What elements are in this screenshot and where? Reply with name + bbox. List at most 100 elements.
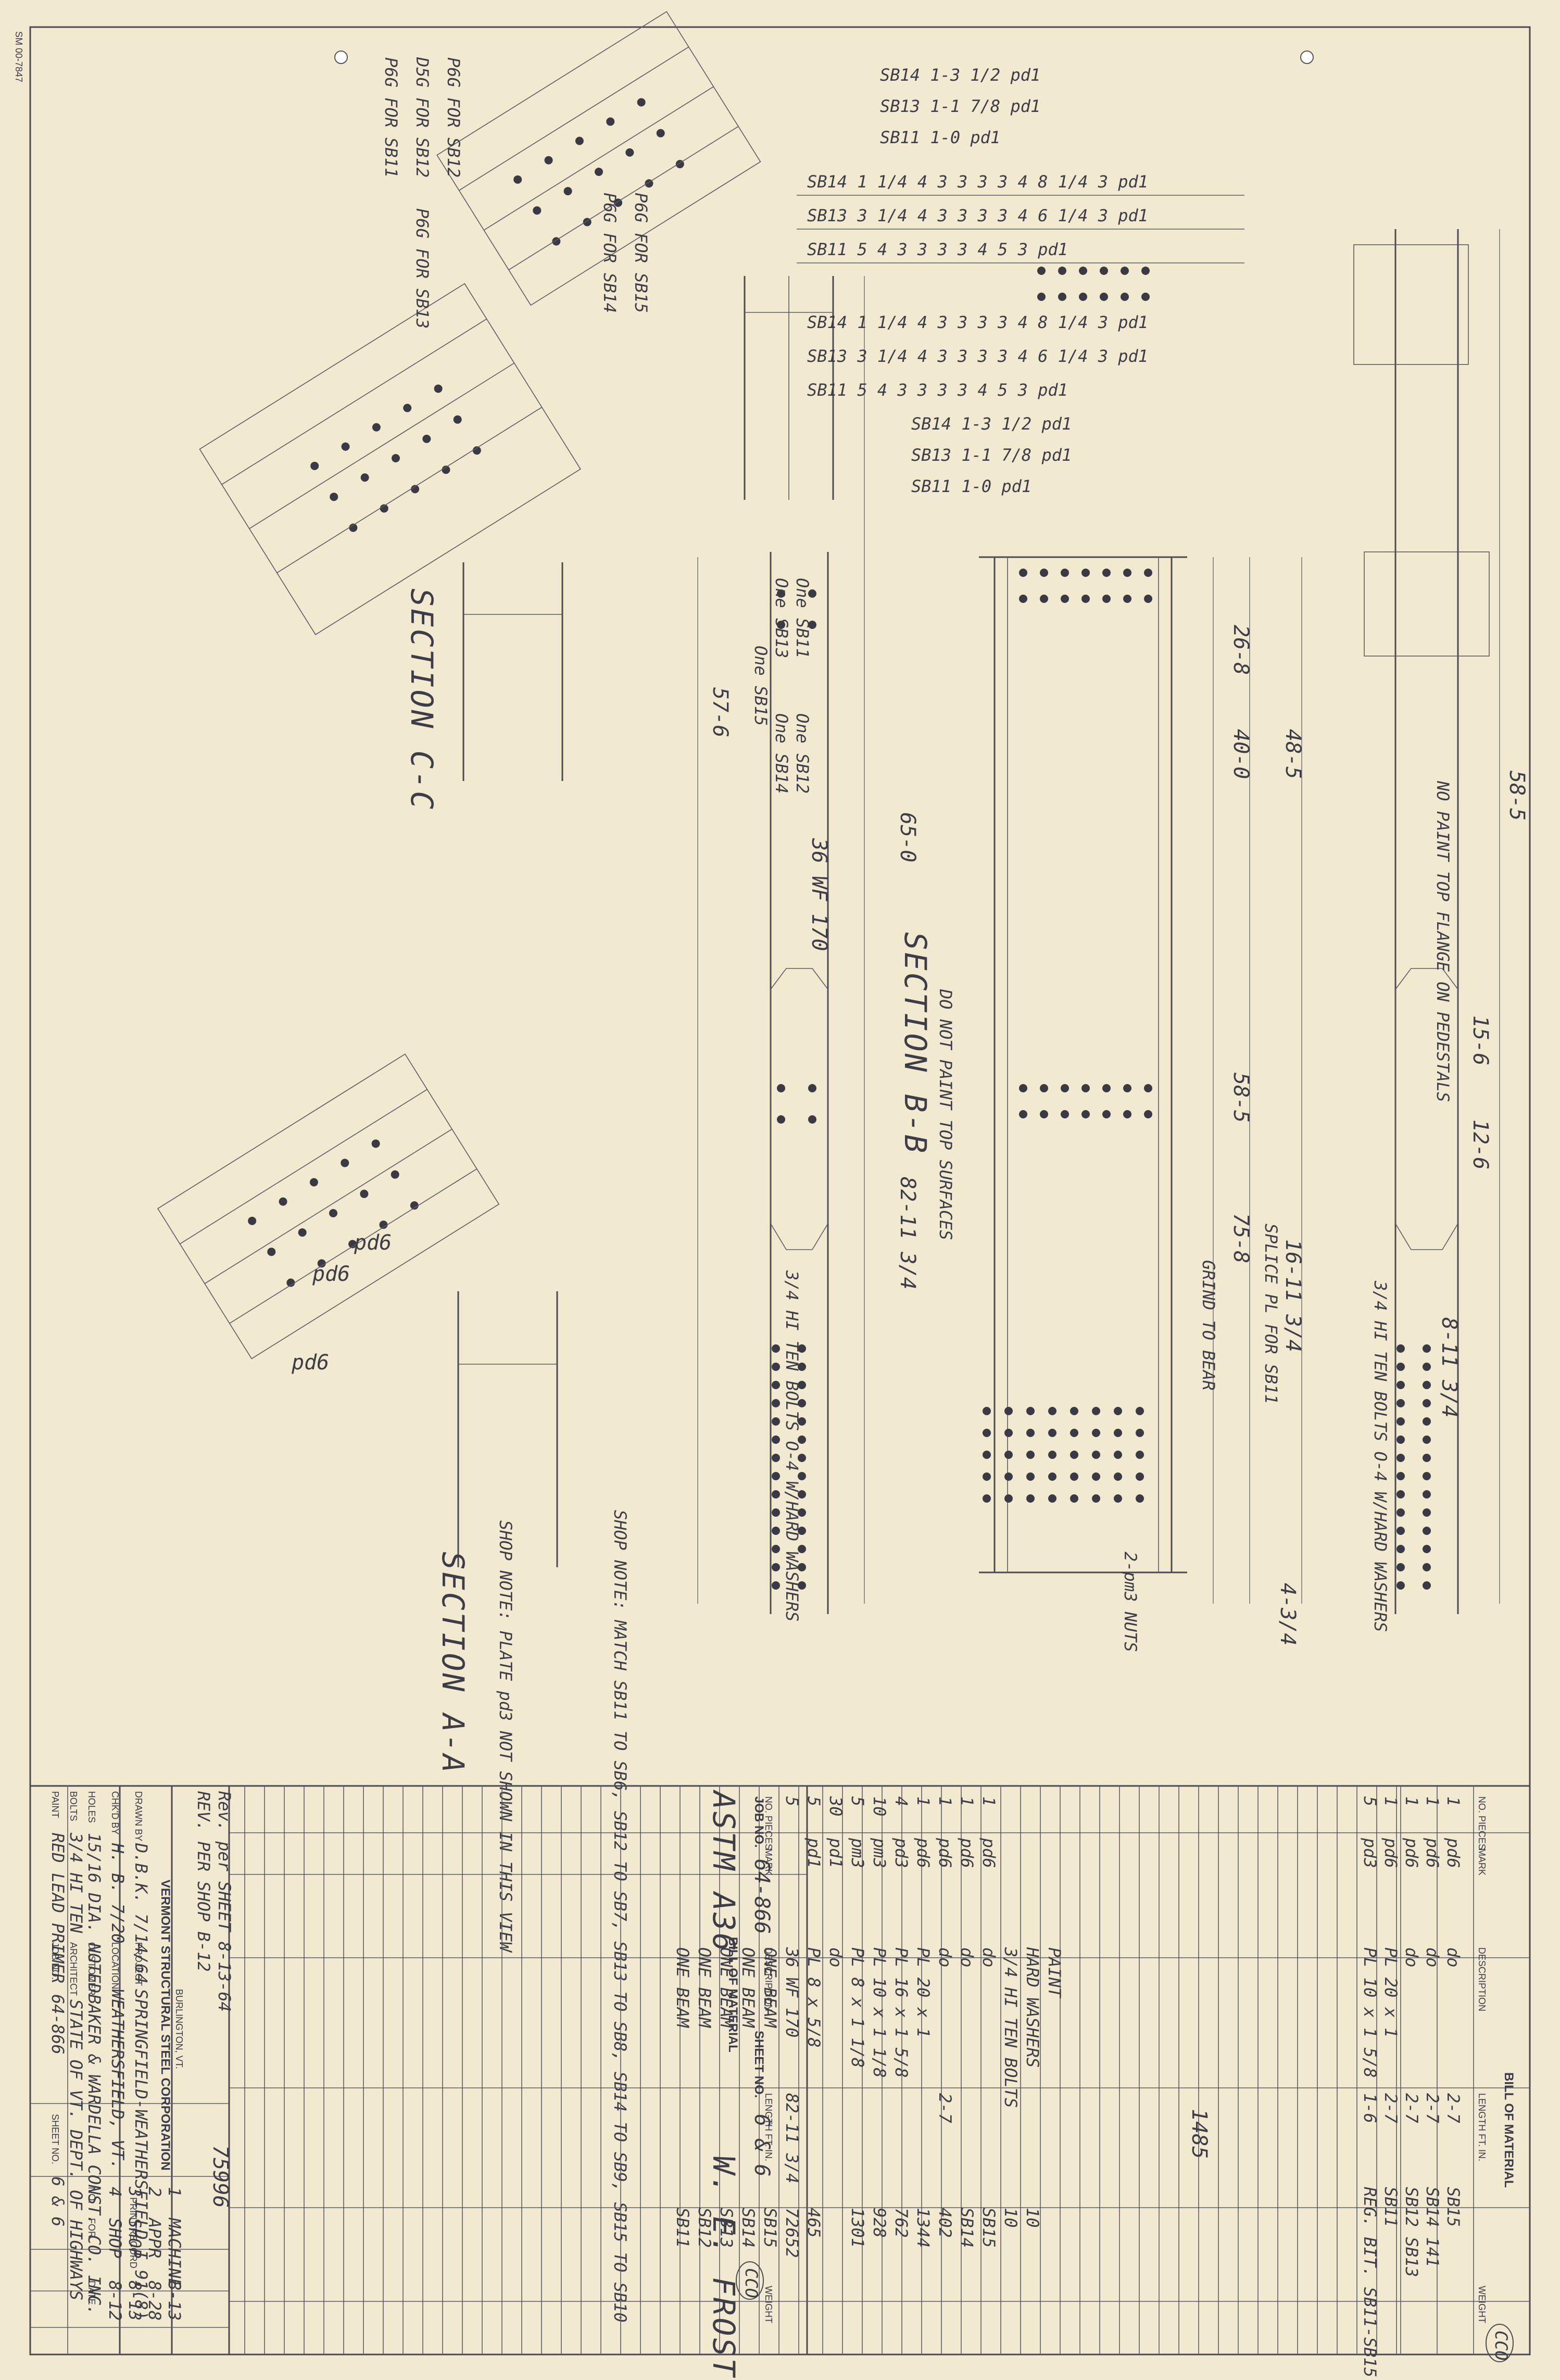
bolt-hole [1114,1494,1122,1503]
customer-label: CUSTOMER [86,1942,97,1996]
print-record-cell-r1-c2: 8-13 [125,2281,145,2321]
project-label: PROJECT [133,1942,144,1986]
bolt-hole [341,442,350,451]
bom-main-cell-r5-c0: 5 [782,1796,802,1806]
bolt-hole [434,384,443,393]
dim-75-8: 75-8 [1229,1213,1253,1263]
bolt-hole [1423,1472,1431,1480]
beam-mark-2: One SB12 [792,713,812,794]
bom-frame [30,1785,1530,2354]
bom-main-cell-r10-c1: pd3 [891,1837,911,1868]
bom-top-cell-r3-c1: pd6 [1423,1837,1442,1868]
bom-main-cell-r11-c0: 1 [913,1796,933,1806]
bom-top-cell-r3-c3: 2-7 [1423,2093,1442,2123]
bom-main-cell-r15-c4: 10 [1001,2208,1021,2228]
bolt-hole [777,1084,785,1092]
dim-57-6: 57-6 [708,687,732,737]
holes-label: HOLES [86,1791,97,1823]
bolt-hole [1026,1429,1035,1437]
bolt-hole [1123,569,1131,577]
bolt-hole [1397,1344,1405,1353]
note-splice: SPLICE PL FOR SB11 [1261,1224,1281,1404]
note-pm3-nuts: 2-pm3 NUTS [1121,1552,1140,1652]
bom-top-cell-r1-c2: PL 20 x 1 [1381,1947,1401,2037]
material-spec: ASTM A36 [706,1790,741,1953]
bolt-hole [595,168,603,176]
bolt-hole [1397,1472,1405,1480]
bom-main-cell-r3-c4: SB14 [738,2208,758,2248]
bom-main-cell-r0-c4: SB11 [673,2208,693,2248]
rev-note-2: Rev. per SHEET 8-13-64 [215,1791,234,2012]
bolt-hole [1061,595,1069,603]
bom-main-cell-r3-c2: ONE BEAM [738,1947,758,2029]
print-record-cell-r1-c0: 3 [125,2186,145,2197]
bolt-hole [575,136,584,145]
bolt-hole [1136,1494,1144,1503]
dim-4-3/4: 4-3/4 [1276,1583,1300,1645]
section-bb-label: SECTION B-B [898,932,933,1155]
bom-top-cell-r4-c2: do [1443,1947,1463,1968]
bolt-hole [453,415,462,424]
bolt-hole [983,1494,991,1503]
corner-stamp: SM 00-7847 [14,31,24,82]
bom-main-h1: NO. PIECES [763,1796,774,1850]
bolt-hole [1121,267,1129,275]
bolt-hole [349,523,358,532]
print-record-cell-r1-c1: SHOP [125,2218,145,2258]
note-bolts-left: 3/4 HI TEN BOLTS O-4 W/HARD WASHERS [782,1270,802,1621]
print-record-cell-r3-c0: 1 [165,2187,184,2197]
bolt-hole [606,117,615,126]
callout-pd6-2: pd6 [354,1231,392,1255]
bolt-hole [372,423,381,432]
bom-top-h5: WEIGHT [1477,2286,1487,2323]
bolt-hole [1136,1451,1144,1459]
bolt-hole [403,404,412,412]
location-label: LOCATION [110,1942,120,1989]
callout-d5g-sb12: D5G FOR SB12 [412,57,432,178]
bom-main-cell-r14-c1: pd6 [979,1837,999,1868]
bolt-hole [798,1381,806,1389]
bolt-hole [1070,1494,1078,1503]
bolt-hole [777,1115,785,1124]
bolt-hole [798,1472,806,1480]
bolt-hole [1423,1344,1431,1353]
bolt-hole [808,589,816,598]
bom-main-cell-r8-c4: 1301 [848,2208,867,2248]
bom-top-h2: MARK [1477,1848,1487,1875]
bolt-hole [1423,1381,1431,1389]
bolt-hole [1102,569,1111,577]
bolt-hole [1040,1110,1048,1118]
bolt-hole [391,1170,399,1179]
bom-main-cell-r14-c0: 1 [979,1796,999,1806]
print-record-header: FOR [86,2218,97,2238]
bolt-hole [279,1197,287,1206]
bolt-hole [1061,1084,1069,1092]
bom-top-cell-r0-c2: PL 10 x 1 5/8 [1360,1947,1380,2077]
bolt-hole [1081,595,1090,603]
paint: RED LEAD PRIMER [48,1833,68,1983]
bolt-hole [1144,1084,1152,1092]
bolt-hole [1123,1110,1131,1118]
bolts-label: BOLTS [68,1791,79,1821]
bom-main-cell-r7-c2: do [826,1947,846,1968]
section-top-view [436,11,761,306]
bolt-hole [798,1363,806,1371]
callout-p6g-sb15: P6G FOR SB15 [631,193,651,313]
cco-stamp: CCO [1486,2324,1514,2362]
bom-main-cell-r12-c0: 1 [935,1796,955,1806]
bolt-hole [1144,595,1152,603]
bom-top-cell-r3-c0: 1 [1423,1796,1442,1806]
bom-main-cell-r7-c1: pd1 [826,1837,846,1868]
bolt-hole [1397,1508,1405,1517]
bolt-hole [772,1344,780,1353]
bolt-hole [1114,1472,1122,1481]
bolt-hole [808,1084,816,1092]
bom-top-cell-r4-c3: 2-7 [1443,2093,1463,2123]
bom-top-cell-r1-c3: 2-7 [1381,2093,1401,2123]
splice-row-1: SB14 1-3 1/2 pd1 [880,65,1040,85]
print-record-cell-r2-c1: APPR [145,2217,165,2258]
bom-main-cell-r6-c0: 5 [804,1796,824,1806]
drawn-by: D.B.K. 7/14/64 [131,1843,151,1984]
location: WEATHERSFIELD, VT. [108,1989,128,2170]
